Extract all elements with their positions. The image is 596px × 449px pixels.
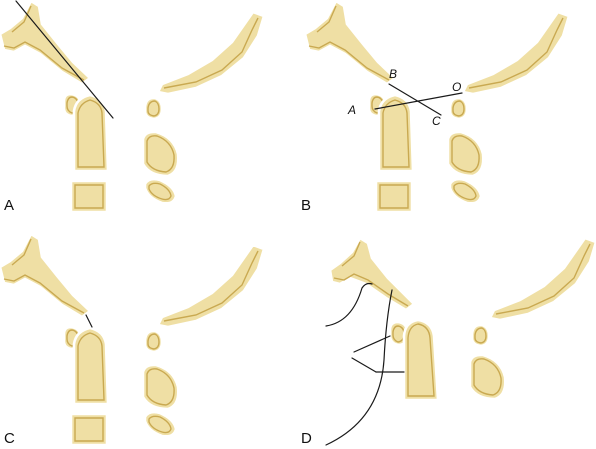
clivus-line (15, 0, 114, 119)
wackenheim-curve (325, 289, 393, 446)
panel-c: C (0, 232, 266, 447)
c3-vertebral-body (69, 412, 109, 447)
c2-spinous-process (468, 353, 507, 401)
panel-label-b: B (301, 197, 311, 214)
clivus-bone (0, 232, 92, 319)
panel-d: D (301, 236, 596, 447)
c3-spinous-process (448, 177, 483, 205)
line-bc (388, 83, 442, 116)
c2-spinous-process (446, 130, 485, 178)
panel-label-c: C (4, 430, 15, 447)
c3-spinous-process (143, 177, 178, 205)
occipital-bone (156, 10, 266, 96)
point-label-c: C (432, 114, 441, 128)
point-label-b: B (389, 67, 397, 81)
axis-dens-body (402, 318, 440, 402)
c2-spinous-process (141, 363, 180, 411)
chamberlain-curve (325, 282, 373, 327)
occipital-rim (495, 243, 591, 315)
c2-spinous-process (141, 130, 180, 178)
panel-a: A (0, 0, 266, 214)
atlas-posterior-arch (470, 323, 491, 348)
clivus-bone (328, 236, 416, 312)
tick-lower (351, 357, 377, 373)
atlas-posterior-arch (143, 329, 164, 354)
basion-dens-line (85, 314, 93, 328)
c3-vertebral-body (374, 179, 414, 214)
clivus-bone (0, 0, 92, 86)
atlas-posterior-arch (448, 96, 469, 121)
atlas-posterior-arch (143, 96, 164, 121)
panel-b: B O A C B (301, 0, 571, 214)
point-label-o: O (452, 80, 461, 94)
c3-vertebral-body (69, 179, 109, 214)
panel-label-d: D (301, 430, 312, 447)
line-ao (374, 92, 463, 110)
panel-label-a: A (4, 197, 14, 214)
axis-dens-body (72, 326, 110, 406)
axis-dens-body (377, 93, 415, 173)
tick-upper (353, 335, 391, 353)
occipital-bone (156, 243, 266, 329)
occipital-bone (461, 10, 571, 96)
clivus-bone (303, 0, 397, 86)
point-label-a: A (347, 103, 356, 117)
c3-spinous-process (143, 410, 178, 438)
occipital-bone (488, 236, 596, 322)
